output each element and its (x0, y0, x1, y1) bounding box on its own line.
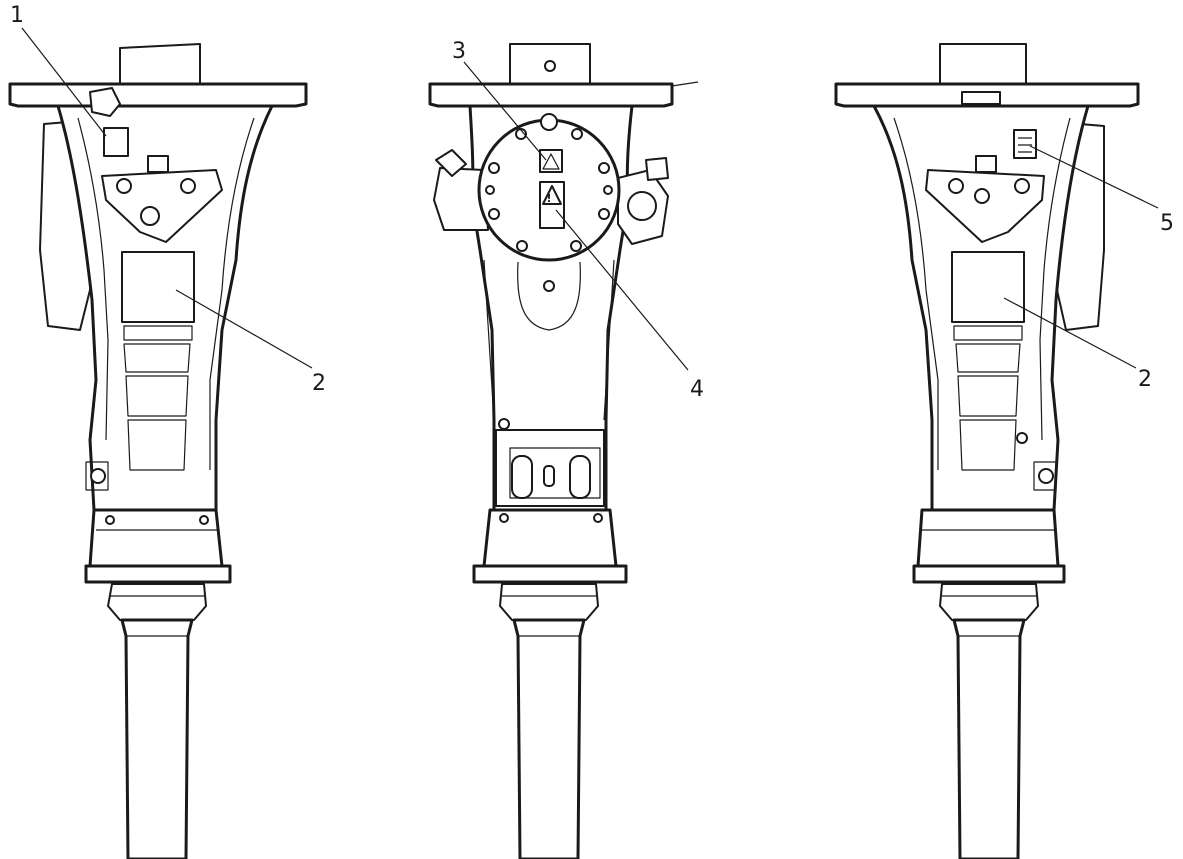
front-top-flange (428, 82, 674, 108)
front-left-port-cap (435, 149, 467, 177)
callout-1: 1 (10, 3, 24, 28)
leader-line-2-right (1003, 297, 1137, 369)
leader-line-3 (463, 61, 547, 161)
callout-5: 5 (1160, 211, 1174, 236)
callout-2-right: 2 (1138, 367, 1152, 392)
right-label-5-sticker (1013, 129, 1037, 159)
callout-4: 4 (690, 377, 704, 402)
right-top-block (939, 43, 1027, 85)
front-left-port (433, 167, 489, 231)
right-label-2-sticker (951, 251, 1025, 323)
warning-mark: ! (546, 192, 551, 205)
right-chisel-tool (952, 618, 1026, 859)
hot-surface-icon (542, 153, 560, 170)
left-bushing (107, 583, 207, 621)
front-bottom-flange (472, 564, 628, 584)
left-hose-fitting (89, 87, 121, 117)
leader-line-1 (21, 27, 107, 137)
right-bottom-flange (912, 564, 1066, 584)
left-top-flange (8, 82, 308, 108)
front-view: ! (428, 43, 699, 859)
right-lower-housing (916, 508, 1060, 568)
leader-line-4 (555, 209, 689, 371)
front-chisel-tool (512, 618, 586, 859)
left-chisel-tool (120, 618, 194, 859)
callout-3: 3 (452, 39, 466, 64)
left-label-1-sticker (103, 127, 129, 157)
front-right-port-cap (645, 157, 669, 181)
front-label-3-sticker (539, 149, 563, 173)
right-bushing (939, 583, 1039, 621)
front-lower-recess (517, 261, 581, 331)
leader-line-2-left (175, 289, 313, 369)
right-side-view (834, 43, 1140, 859)
front-bushing (499, 583, 599, 621)
left-side-view (8, 43, 308, 859)
left-bottom-flange (84, 564, 232, 584)
warning-triangle-icon (542, 185, 562, 205)
leader-line-5 (1029, 145, 1159, 209)
callout-2-left: 2 (312, 371, 326, 396)
left-label-2-sticker (121, 251, 195, 323)
left-top-block (119, 43, 201, 85)
